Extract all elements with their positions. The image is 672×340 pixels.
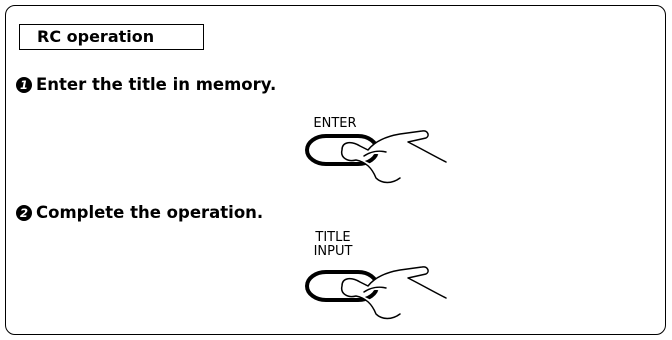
- hand-pressing-enter-button-icon: [305, 130, 447, 184]
- step-2-text: Complete the operation.: [36, 203, 264, 222]
- step-1-text: Enter the title in memory.: [36, 75, 277, 94]
- step-number-2: 2: [16, 205, 32, 221]
- title-input-button-label: TITLE INPUT: [313, 230, 353, 259]
- instruction-panel: [5, 5, 666, 335]
- section-title: RC operation: [19, 24, 204, 50]
- hand-pressing-title-input-button-icon: [305, 266, 447, 320]
- step-number-1: 1: [16, 77, 32, 93]
- enter-button-label: ENTER: [313, 116, 357, 131]
